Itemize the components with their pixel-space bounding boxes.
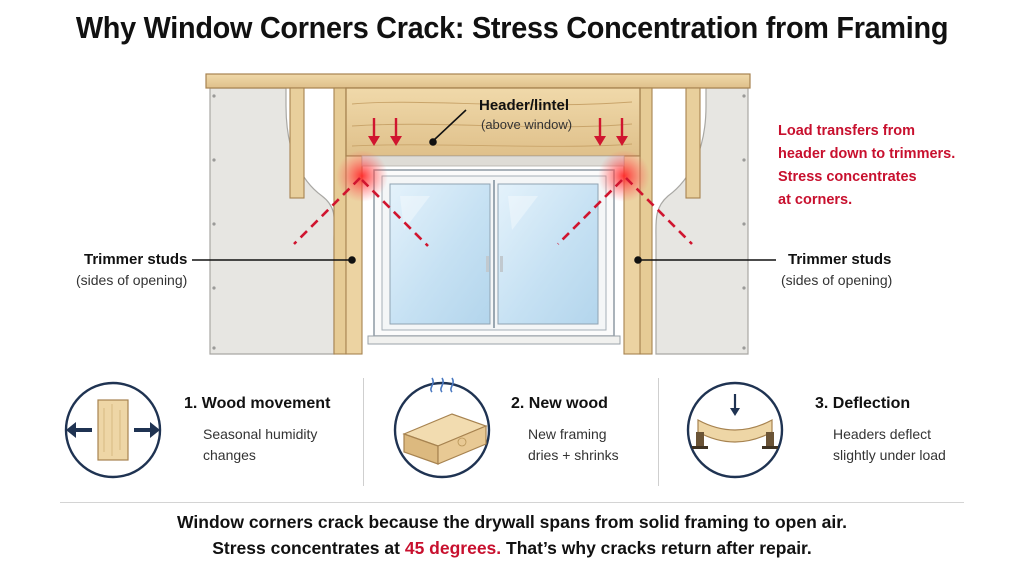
load-note-line: Stress concentrates — [778, 169, 917, 185]
page-title: Why Window Corners Crack: Stress Concent… — [75, 10, 949, 45]
load-note-line: header down to trimmers. — [778, 146, 956, 162]
wood-expansion-icon — [64, 381, 162, 479]
card-deflection-desc: Headers deflect slightly under load — [833, 424, 946, 466]
trimmer-sublabel-left: (sides of opening) — [76, 272, 188, 288]
load-arrows — [368, 118, 628, 146]
card-desc-line: dries + shrinks — [528, 447, 619, 463]
header-label: Header/lintel — [479, 97, 570, 114]
card-new-wood-title: 2. New wood — [511, 395, 608, 412]
top-plate — [205, 73, 751, 89]
header-sublabel: (above window) — [481, 117, 573, 132]
footer-highlight: 45 degrees. — [404, 538, 502, 558]
footer-line-2-suffix: That’s why cracks return after repair. — [506, 538, 812, 558]
drying-lumber-icon — [393, 377, 491, 479]
card-wood-movement-title: 1. Wood movement — [184, 395, 331, 412]
load-note-line: Load transfers from — [778, 123, 915, 139]
card-desc-line: New framing — [528, 426, 607, 442]
trimmer-label-right: Trimmer studs — [788, 251, 892, 268]
header-deflection-icon — [686, 381, 784, 479]
card-new-wood-desc: New framing dries + shrinks — [528, 424, 619, 466]
footer-line-2: Stress concentrates at 45 degrees. That’… — [0, 538, 1024, 559]
card-deflection-title: 3. Deflection — [815, 395, 911, 412]
card-desc-line: slightly under load — [833, 447, 946, 463]
leader-lines — [192, 109, 776, 264]
load-note-line: at corners. — [778, 192, 853, 208]
load-transfer-note: Load transfers from header down to trimm… — [778, 120, 955, 212]
footer-line-2-prefix: Stress concentrates at — [212, 538, 400, 558]
card-desc-line: Seasonal humidity — [203, 426, 318, 442]
king-studs — [289, 87, 701, 355]
footer-line-1: Window corners crack because the drywall… — [177, 512, 847, 532]
card-desc-line: changes — [203, 447, 256, 463]
window — [367, 169, 621, 345]
trimmer-label-left: Trimmer studs — [84, 251, 188, 268]
card-divider — [363, 378, 364, 486]
card-desc-line: Headers deflect — [833, 426, 932, 442]
card-wood-movement-desc: Seasonal humidity changes — [203, 424, 317, 466]
trimmer-sublabel-right: (sides of opening) — [781, 272, 893, 288]
drywall-screws — [212, 94, 746, 350]
card-divider — [658, 378, 659, 486]
footer-divider — [60, 502, 964, 503]
drywall-right — [655, 87, 749, 355]
crack-lines — [293, 177, 693, 247]
